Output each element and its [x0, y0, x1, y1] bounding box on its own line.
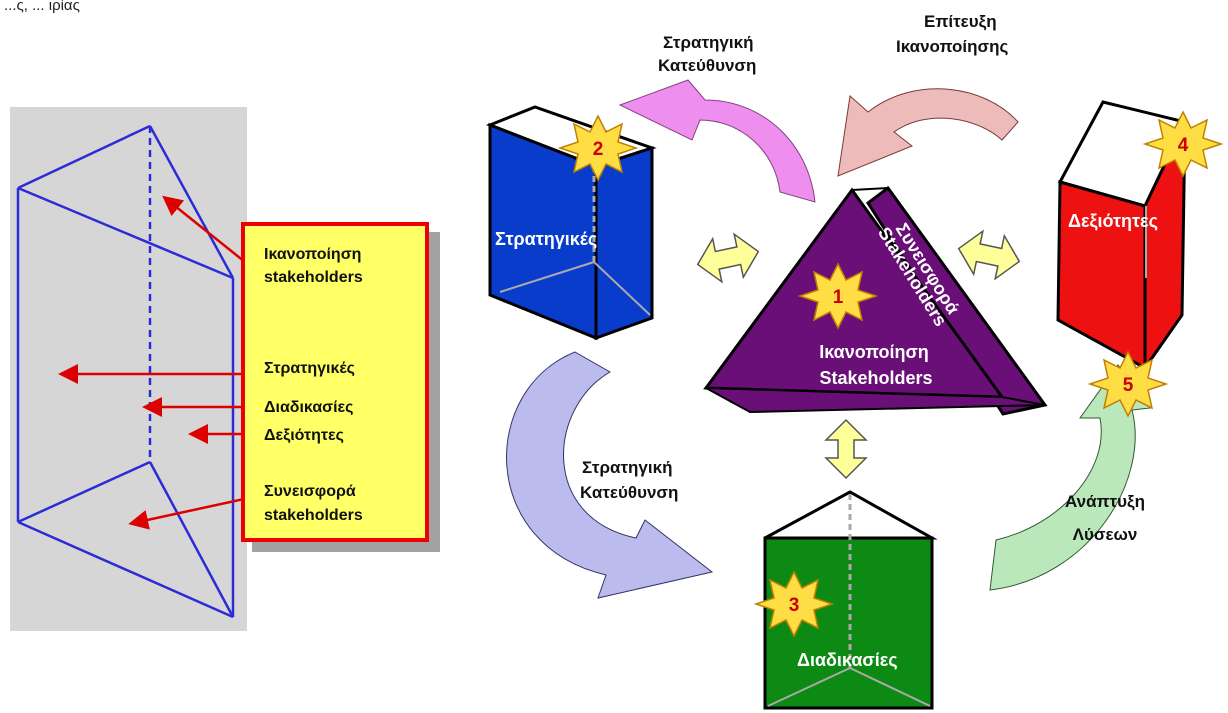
prism-processes: Διαδικασίες: [763, 490, 938, 710]
curved-arrow-bottom-left: [506, 351, 714, 599]
pointer-satisfaction: [162, 195, 246, 263]
legend-satisfaction-line1: Ικανοποίηση: [264, 246, 361, 263]
legend-capabilities: Δεξιότητες: [264, 427, 344, 444]
right-panel: Στρατηγική Κατεύθυνση Επίτευξη Ικανοποίη…: [485, 12, 1224, 710]
label-develop-1: Ανάπτυξη: [1065, 492, 1145, 511]
legend-contribution-line1: Συνεισφορά: [264, 483, 356, 500]
pointer-contribution: [128, 494, 259, 530]
label-achieve-1: Επίτευξη: [924, 12, 997, 31]
label-strategic-direction-top-1: Στρατηγική: [663, 33, 753, 52]
prism-strategies: Στρατηγικές: [485, 105, 657, 341]
prism-processes-label: Διαδικασίες: [797, 650, 898, 670]
prism-strategies-label: Στρατηγικές: [495, 229, 597, 249]
badge-number-4: 4: [1178, 135, 1189, 156]
double-arrow-right: [957, 229, 1021, 281]
label-strategic-direction-bottom-2: Κατεύθυνση: [580, 483, 678, 502]
center-label-line1: Ικανοποίηση: [819, 342, 929, 362]
prism-capabilities-label: Δεξιότητες: [1068, 211, 1158, 232]
curved-arrow-top-left: [618, 79, 816, 203]
curved-arrow-bottom-right: [989, 364, 1151, 591]
label-develop-2: Λύσεων: [1073, 525, 1138, 544]
legend-strategies: Στρατηγικές: [264, 360, 355, 377]
legend-box: Ικανοποίηση stakeholders Στρατηγικές Δια…: [241, 222, 440, 552]
badge-star-4: 4: [1142, 110, 1224, 178]
prism-center: Ικανοποίηση Stakeholders Συνεισφορά Stak…: [703, 185, 1048, 416]
top-text-fragment: ...ς, ... ιρίας: [4, 0, 80, 14]
badge-star-5: 5: [1087, 350, 1169, 418]
badge-star-3: 3: [753, 570, 835, 638]
double-arrow-left: [696, 232, 760, 284]
badge-number-1: 1: [833, 287, 844, 308]
badge-number-2: 2: [593, 139, 604, 160]
label-strategic-direction-bottom-1: Στρατηγική: [582, 458, 672, 477]
badge-number-5: 5: [1123, 375, 1134, 396]
legend-contribution-line2: stakeholders: [264, 507, 363, 524]
left-panel: Ικανοποίηση stakeholders Στρατηγικές Δια…: [10, 107, 440, 631]
prism-capabilities: Δεξιότητες: [1056, 100, 1188, 373]
center-label-line2: Stakeholders: [819, 368, 932, 388]
curved-arrow-top-right: [837, 88, 1019, 177]
pointer-arrows: [58, 195, 262, 530]
badge-star-1: 1: [797, 262, 879, 330]
legend-satisfaction-line2: stakeholders: [264, 269, 363, 286]
label-strategic-direction-top-2: Κατεύθυνση: [658, 56, 756, 75]
left-panel-background: [10, 107, 247, 631]
double-arrow-bottom: [824, 418, 868, 480]
badge-star-2: 2: [557, 114, 639, 182]
label-achieve-2: Ικανοποίησης: [896, 37, 1009, 56]
badge-number-3: 3: [789, 595, 800, 616]
legend-processes: Διαδικασίες: [264, 399, 353, 416]
